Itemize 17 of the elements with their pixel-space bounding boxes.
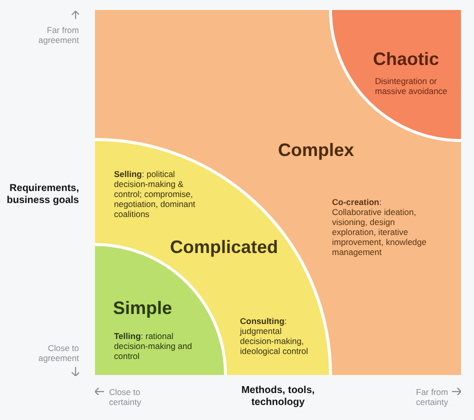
zone-description: Co-creation: Collaborative ideation, visioning, design exploration, iterative improvement, knowledge management	[332, 197, 428, 257]
zone-description: Telling: rational decision-making and control	[114, 331, 193, 361]
zone-description: Consulting: judgmental decision-making, ideological control	[240, 316, 310, 356]
zone-area	[95, 10, 461, 375]
zone-title: Complex	[278, 140, 354, 161]
zone-description: Selling: political decision-making & control; compromise, negotiation, dominant coalitions	[114, 169, 196, 219]
zone-title: Simple	[113, 298, 172, 319]
axis-label: Close to agreement	[37, 343, 79, 363]
axis-label: Close to certainty	[109, 387, 142, 407]
zone-title: Complicated	[170, 237, 278, 258]
zone-description: Disintegration or massive avoidance	[375, 76, 448, 96]
axis-title: Requirements, business goals	[6, 183, 79, 207]
axis-title: Methods, tools, technology	[240, 385, 316, 409]
axis-label: Far from agreement	[37, 25, 79, 45]
axis-label: Far from certainty	[416, 387, 450, 407]
zone-area	[329, 10, 461, 142]
zone-title: Chaotic	[373, 49, 440, 70]
